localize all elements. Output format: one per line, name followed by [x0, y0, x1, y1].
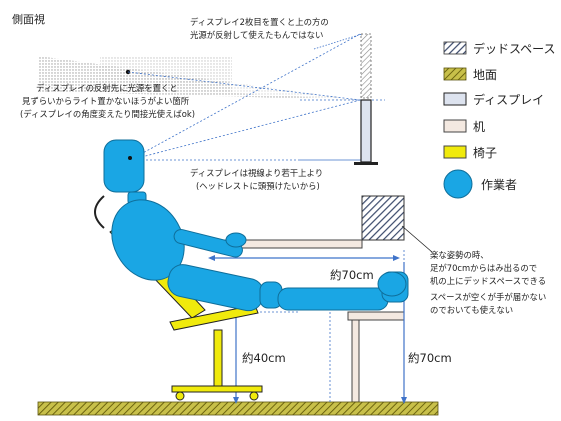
- svg-text:ディスプレイは視線より若干上より: ディスプレイは視線より若干上より: [190, 168, 323, 178]
- svg-text:光源が反射して使えたもんではない: 光源が反射して使えたもんではない: [190, 30, 323, 40]
- dead-space-box: [361, 195, 405, 241]
- deadspace-note-pointer: [401, 225, 433, 253]
- svg-text:見ずらいからライト置かないほうがよい箇所: 見ずらいからライト置かないほうがよい箇所: [22, 96, 190, 106]
- svg-text:足が70cmからはみ出るので: 足が70cmからはみ出るので: [430, 263, 537, 273]
- desk: [207, 239, 405, 403]
- legend: デッドスペース 地面 ディスプレイ 机 椅子 作業者: [443, 41, 556, 199]
- chair-height-label: 約40cm: [242, 351, 286, 365]
- worker-eye: [128, 156, 132, 160]
- desk-height-label: 約70cm: [408, 351, 452, 365]
- desk-depth-arrow: [208, 255, 400, 261]
- legend-label-display: ディスプレイ: [473, 92, 544, 107]
- legend-swatch-worker: [443, 169, 473, 199]
- note-sightline: ディスプレイは視線より若干上より (ヘッドレストに頭預けたいから): [190, 168, 323, 191]
- legend-swatch-ground: [443, 67, 467, 81]
- sightline-guides: [127, 33, 385, 161]
- worker-figure: [103, 139, 409, 312]
- legend-swatch-deadspace: [443, 41, 467, 55]
- legend-swatch-desk: [443, 119, 467, 133]
- legend-label-worker: 作業者: [481, 178, 517, 192]
- legend-label-desk: 机: [473, 120, 485, 134]
- legend-label-ground: 地面: [473, 68, 497, 82]
- height-guides: [232, 250, 405, 402]
- note-top-display: ディスプレイ2枚目を置くと上の方の 光源が反射して使えたもんではない: [190, 17, 329, 40]
- legend-label-deadspace: デッドスペース: [473, 41, 556, 56]
- svg-text:(ヘッドレストに頭預けたいから): (ヘッドレストに頭預けたいから): [196, 181, 320, 191]
- note-reflection: ディスプレイの反射先に光源を置くと 見ずらいからライト置かないほうがよい箇所 (…: [20, 83, 195, 119]
- svg-text:スペースが空くが手が届かない: スペースが空くが手が届かない: [430, 292, 546, 302]
- display-stand: [354, 162, 378, 165]
- desk-depth-label: 約70cm: [330, 268, 374, 282]
- svg-text:のでおいても使えない: のでおいても使えない: [430, 305, 513, 315]
- legend-label-chair: 椅子: [473, 146, 497, 160]
- note-deadspace: 楽な姿勢の時、 足が70cmからはみ出るので 机の上にデッドスペースできる スペ…: [430, 250, 546, 315]
- svg-text:机の上にデッドスペースできる: 机の上にデッドスペースできる: [430, 276, 546, 286]
- legend-swatch-chair: [443, 145, 467, 159]
- svg-text:楽な姿勢の時、: 楽な姿勢の時、: [430, 250, 489, 260]
- svg-text:ディスプレイ2枚目を置くと上の方の: ディスプレイ2枚目を置くと上の方の: [190, 17, 329, 27]
- ground: [37, 401, 439, 416]
- display-upper: [360, 33, 372, 99]
- legend-swatch-display: [443, 92, 467, 106]
- reflection-zone: [38, 56, 360, 100]
- svg-text:ディスプレイの反射先に光源を置くと: ディスプレイの反射先に光源を置くと: [36, 83, 178, 93]
- display-main: [360, 99, 372, 163]
- diagram-title: 側面視: [12, 12, 45, 26]
- svg-text:(ディスプレイの角度変えたり間接光使えばok): (ディスプレイの角度変えたり間接光使えばok): [20, 109, 195, 119]
